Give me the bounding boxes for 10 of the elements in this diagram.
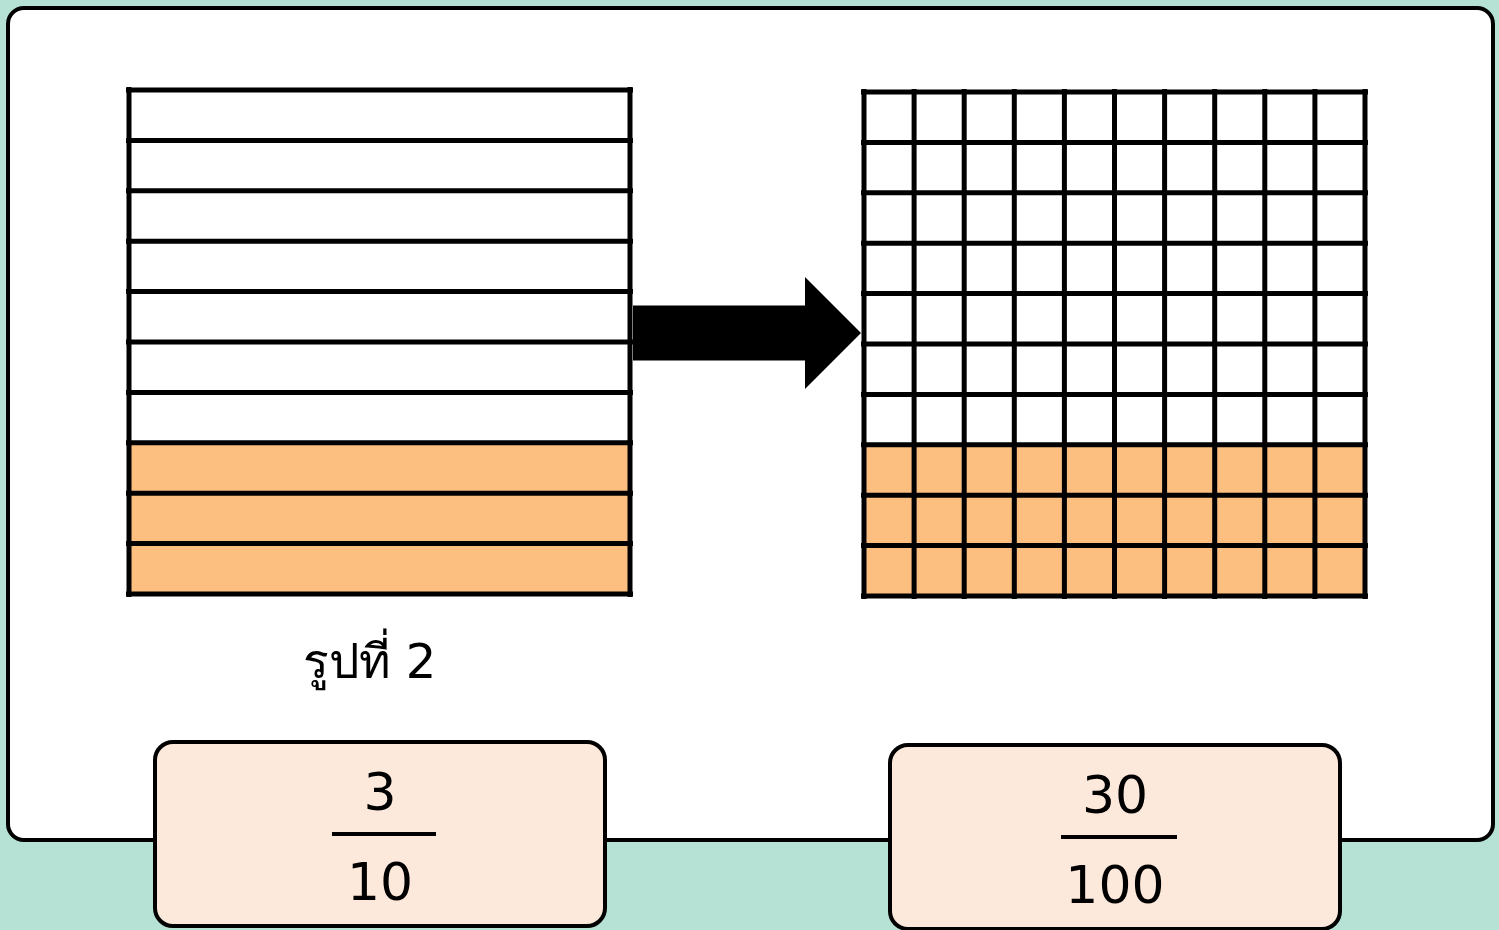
denominator: 10 bbox=[345, 852, 415, 912]
fraction-card bbox=[153, 740, 607, 928]
fraction-card bbox=[888, 743, 1342, 930]
figure-caption: รูปที่ 2 bbox=[126, 629, 633, 693]
block-arrow bbox=[633, 277, 861, 389]
numerator: 30 bbox=[1080, 765, 1150, 825]
strip-grid-drawing bbox=[126, 87, 633, 597]
numerator: 3 bbox=[362, 762, 398, 822]
hundred-grid-drawing bbox=[861, 89, 1368, 599]
denominator: 100 bbox=[1064, 855, 1166, 915]
